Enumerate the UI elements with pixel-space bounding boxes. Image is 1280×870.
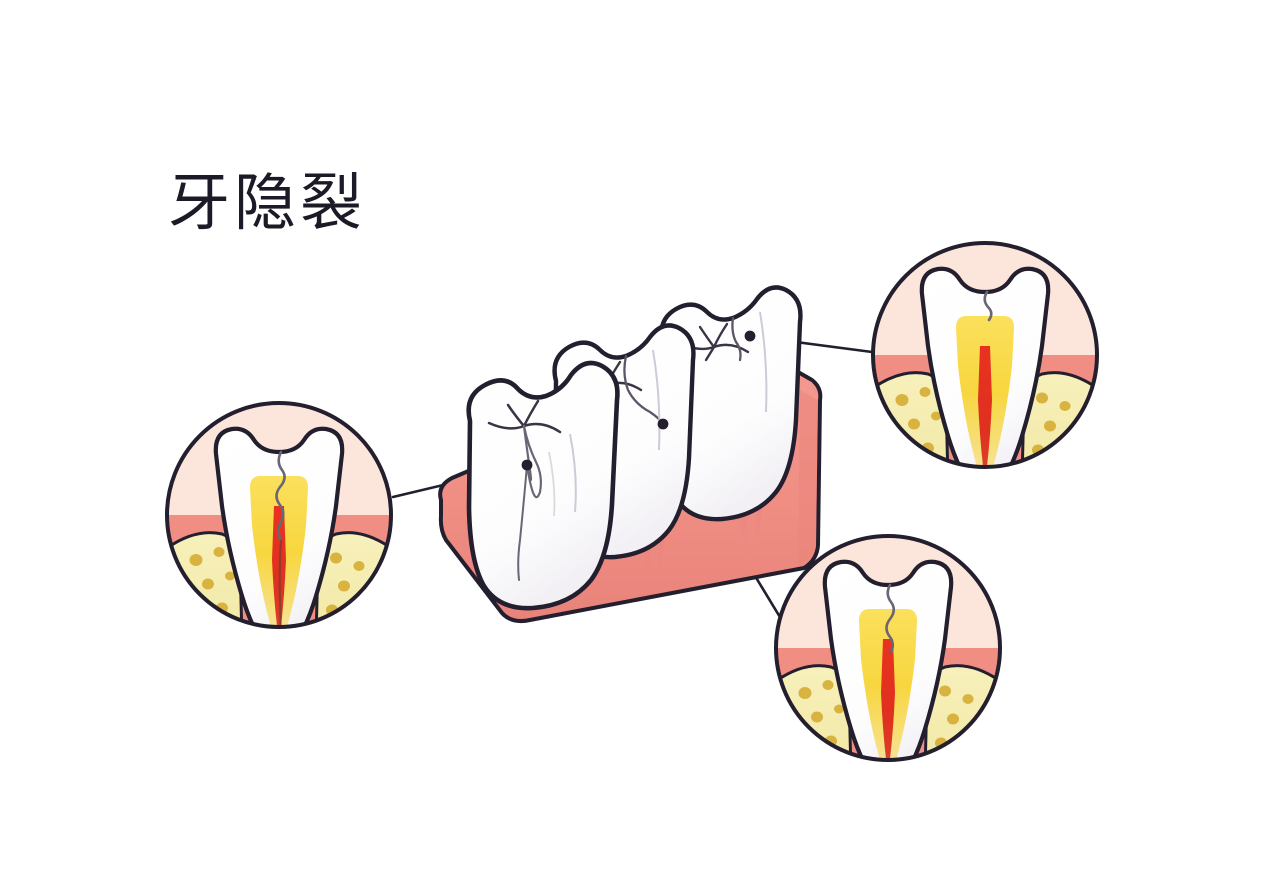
callout-tr-ring[interactable]: [871, 241, 1099, 469]
molar-3-contour: [759, 311, 768, 413]
callout-left-crack-root: [278, 539, 283, 627]
molar-2-crack: [623, 354, 665, 426]
molar-1-crack-lower: [517, 464, 528, 581]
molar-1-contour-a: [569, 433, 577, 513]
molar-1-crack-upper: [522, 424, 542, 499]
lower-molar-segment: [438, 285, 823, 624]
marker-dot-bottom-right[interactable]: [657, 418, 669, 430]
molar-3-body: [659, 285, 803, 522]
callout-left-crack-crown: [275, 450, 286, 543]
molar-1-body: [466, 360, 620, 611]
callout-br-crack: [885, 583, 896, 654]
molar-1-fissures: [487, 399, 562, 434]
molar-2-contour: [652, 349, 661, 451]
molar-1-crack-main: [522, 424, 533, 481]
molar-back-right: [659, 285, 803, 522]
callout-left[interactable]: [165, 401, 393, 658]
marker-dot-top-right[interactable]: [744, 330, 756, 342]
molar-front-left: [466, 360, 620, 611]
callout-left-ring[interactable]: [165, 401, 393, 629]
molar-3-crack: [731, 316, 742, 362]
callout-br-ring[interactable]: [774, 534, 1002, 762]
callout-tr-crack: [983, 290, 993, 322]
marker-dot-left[interactable]: [521, 459, 533, 471]
callout-bottom-right[interactable]: [774, 534, 1002, 791]
gingiva-right-shadow: [798, 390, 818, 566]
page-title: 牙隐裂: [168, 166, 367, 239]
molar-1-contour-b: [548, 451, 556, 517]
